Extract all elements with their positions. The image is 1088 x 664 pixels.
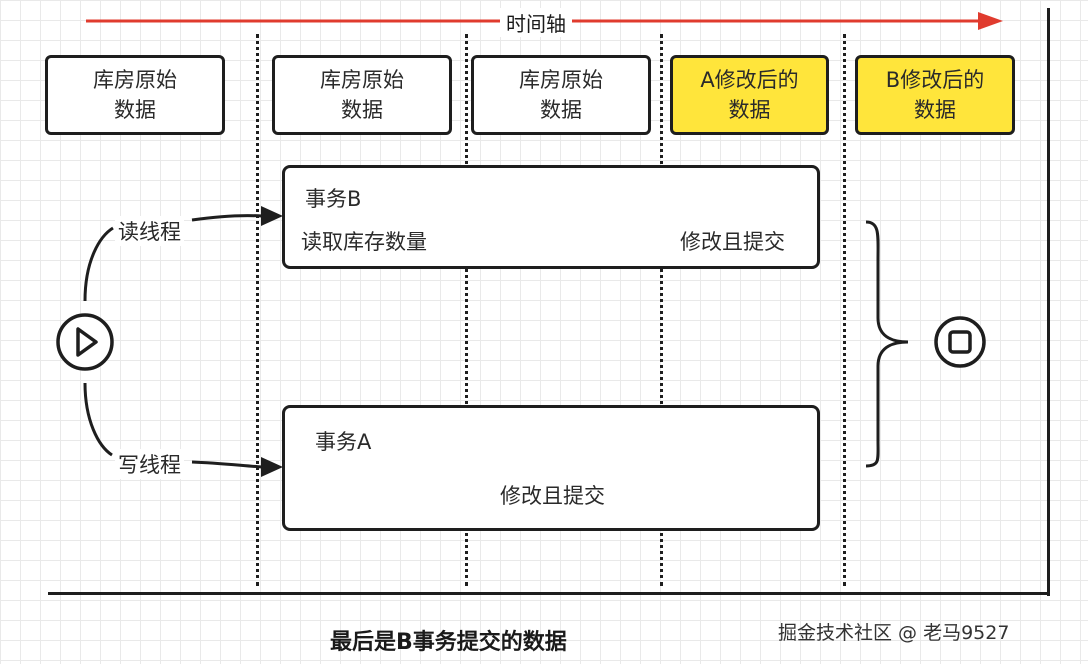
transaction-b-box xyxy=(282,165,820,269)
state-box-original-1: 库房原始 数据 xyxy=(45,55,225,135)
transaction-b-read-step: 读取库存数量 xyxy=(301,230,427,254)
curly-brace xyxy=(865,220,909,468)
state-label: A修改后的 数据 xyxy=(700,68,799,122)
stop-icon xyxy=(934,316,986,368)
state-box-b-modified: B修改后的 数据 xyxy=(855,55,1015,135)
write-thread-label: 写线程 xyxy=(115,449,184,479)
baseline xyxy=(48,592,1050,595)
diagram-caption: 最后是B事务提交的数据 xyxy=(330,630,567,655)
state-box-original-2: 库房原始 数据 xyxy=(272,55,452,135)
state-label: 库房原始 数据 xyxy=(93,68,177,122)
transaction-b-commit-step: 修改且提交 xyxy=(680,230,785,254)
state-label: B修改后的 数据 xyxy=(885,68,985,122)
transaction-a-box xyxy=(282,405,820,531)
watermark: 掘金技术社区 @ 老马9527 xyxy=(778,622,1010,644)
time-divider xyxy=(843,34,846,586)
transaction-b-title: 事务B xyxy=(305,187,362,211)
right-axis-line xyxy=(1047,8,1050,596)
read-thread-label: 读线程 xyxy=(115,216,184,246)
time-divider xyxy=(660,34,663,586)
timeline-label: 时间轴 xyxy=(500,8,572,37)
transaction-a-title: 事务A xyxy=(315,430,372,454)
state-label: 库房原始 数据 xyxy=(519,68,603,122)
transaction-a-commit-step: 修改且提交 xyxy=(500,484,605,508)
state-label: 库房原始 数据 xyxy=(320,68,404,122)
time-divider xyxy=(256,34,259,586)
play-icon xyxy=(56,313,114,371)
time-divider xyxy=(465,34,468,586)
state-box-original-3: 库房原始 数据 xyxy=(471,55,651,135)
state-box-a-modified: A修改后的 数据 xyxy=(670,55,829,135)
